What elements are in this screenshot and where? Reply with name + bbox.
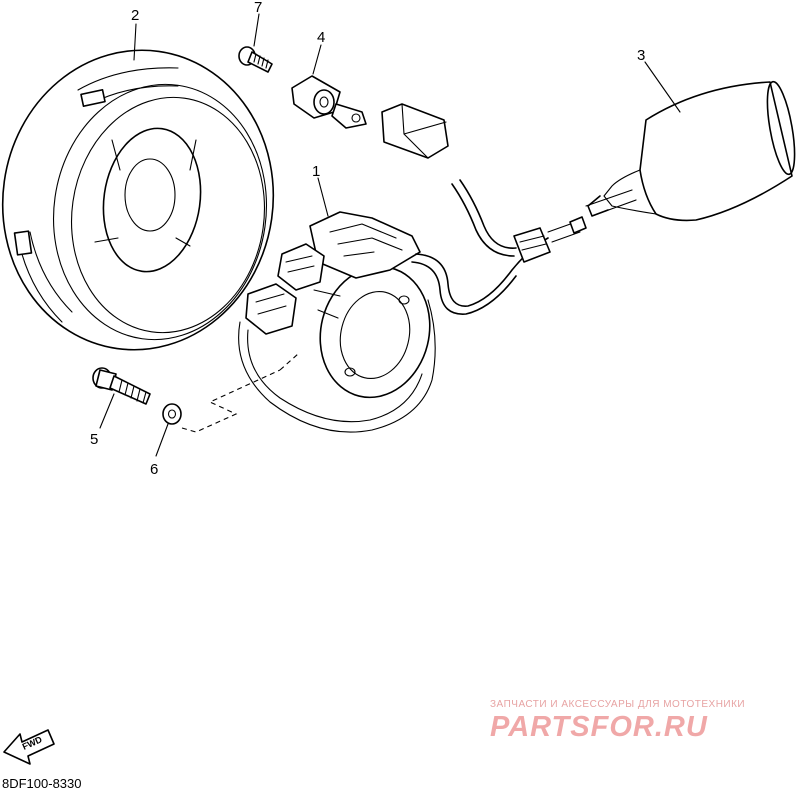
part-7-screw	[238, 46, 273, 73]
part-3-cover	[585, 80, 796, 222]
callout-leaders	[99, 13, 681, 457]
fwd-arrow-icon: FWD	[3, 729, 55, 765]
callout-4: 4	[317, 29, 325, 46]
callout-labels: 2 7 4 3 1 5 6	[90, 0, 645, 478]
callout-6: 6	[150, 461, 158, 478]
stator-lead-wire	[411, 179, 587, 315]
callout-7: 7	[254, 0, 262, 16]
part-1-stator-assembly	[238, 211, 436, 433]
callout-2: 2	[131, 7, 139, 24]
drawing-code: 8DF100-8330	[2, 776, 82, 791]
assembly-guide-lines	[181, 353, 299, 433]
watermark-tagline: ЗАПЧАСТИ И АКСЕССУАРЫ ДЛЯ МОТОТЕХНИКИ	[490, 699, 746, 710]
wire-coupler	[381, 103, 449, 159]
part-4-grommet	[291, 75, 367, 129]
watermark-logo: PARTSFOR.RU	[490, 711, 708, 743]
part-2-flywheel-rotor	[1, 49, 275, 351]
callout-5: 5	[90, 431, 98, 448]
part-6-washer	[162, 403, 182, 425]
callout-3: 3	[637, 47, 645, 64]
part-5-bolt	[92, 367, 151, 405]
callout-1: 1	[312, 163, 320, 180]
